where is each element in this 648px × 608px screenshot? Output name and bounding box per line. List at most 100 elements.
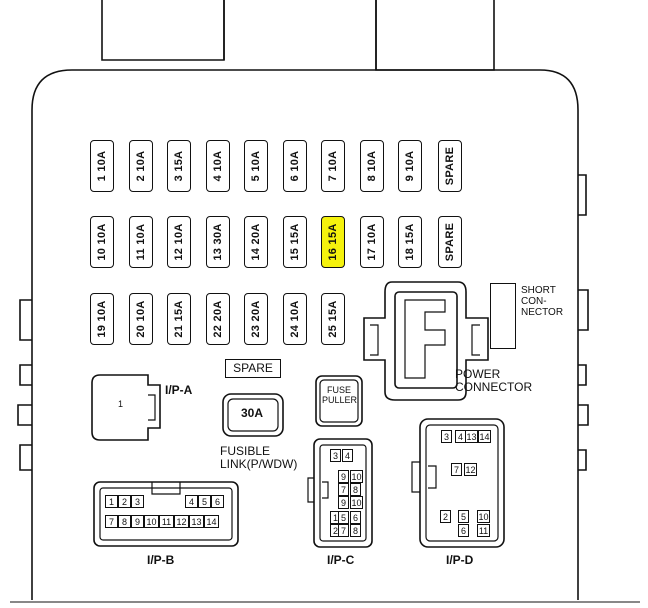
fuse-24-label: 24 10A: [288, 300, 301, 338]
ipa-connector: [91, 374, 161, 441]
fuse-17-label: 17 10A: [365, 223, 378, 261]
ipb-pin-6: 6: [211, 495, 224, 508]
spare-fuse-2: SPARE: [438, 216, 462, 268]
fuse-13-label: 13 30A: [211, 223, 224, 261]
fuse-10-label: 10 10A: [96, 223, 108, 261]
spare-fuse-1: SPARE: [438, 140, 462, 192]
ipc-pin-3: 10: [350, 470, 363, 483]
ipb-pin-7: 7: [105, 515, 118, 528]
fuse-11: 11 10A: [128, 216, 153, 268]
ipc-pin-10: 5: [338, 511, 349, 524]
fuse-19-label: 19 10A: [96, 300, 108, 338]
ipc-label: I/P-C: [327, 553, 355, 567]
fusible-link-body: [222, 393, 284, 437]
fuse-7-label: 7 10A: [327, 150, 339, 182]
ipd-pin-8: 6: [458, 524, 469, 537]
short-connector-body: [490, 283, 516, 349]
ipb-pin-10: 10: [144, 515, 159, 528]
ipc-pin-5: 8: [350, 483, 361, 496]
fuse-18-label: 18 15A: [404, 223, 416, 261]
ipc-pin-12: 7: [338, 524, 349, 537]
fuse-16-label: 16 15A: [327, 223, 339, 261]
fuse-21-label: 21 15A: [173, 300, 185, 338]
ipb-pin-13: 13: [189, 515, 204, 528]
ipd-pin-4: 7: [451, 463, 462, 476]
fuse-puller-label: FUSE PULLER: [322, 385, 358, 405]
ipd-pin-0: 3: [441, 430, 452, 443]
fuse-2: 2 10A: [128, 140, 153, 192]
fuse-25: 25 15A: [321, 293, 345, 345]
fuse-1: 1 10A: [90, 140, 114, 192]
spare-label-text: SPARE: [233, 361, 273, 375]
fuse-22-label: 22 20A: [211, 300, 224, 338]
top-tab-left: [101, 0, 225, 61]
fuse-13: 13 30A: [205, 216, 230, 268]
fuse-16: 16 15A: [321, 216, 345, 268]
fuse-2-label: 2 10A: [134, 150, 147, 182]
fuse-4: 4 10A: [205, 140, 230, 192]
housing-outer: [31, 69, 579, 600]
fuse-21: 21 15A: [167, 293, 191, 345]
ipb-pin-14: 14: [204, 515, 219, 528]
ipb-label: I/P-B: [147, 553, 175, 567]
fuse-5: 5 10A: [244, 140, 268, 192]
spare-label-box: SPARE: [225, 359, 281, 378]
fuse-10: 10 10A: [90, 216, 114, 268]
fuse-24: 24 10A: [282, 293, 307, 345]
fuse-15-label: 15 15A: [288, 223, 301, 261]
ipd-pin-9: 10: [477, 510, 490, 523]
power-connector-label: POWER CONNECTOR: [455, 367, 533, 395]
fuse-14-label: 14 20A: [250, 223, 262, 261]
fuse-22: 22 20A: [205, 293, 230, 345]
ipb-pin-8: 8: [118, 515, 131, 528]
fuse-6-label: 6 10A: [288, 150, 301, 182]
fuse-15: 15 15A: [282, 216, 307, 268]
fuse-17: 17 10A: [359, 216, 384, 268]
fusible-link-label: FUSIBLE LINK(P/WDW): [220, 444, 298, 472]
ipd-pin-10: 11: [477, 524, 490, 537]
ipd-pin-5: 12: [464, 463, 477, 476]
fuse-9-label: 9 10A: [404, 150, 416, 182]
fuse-9: 9 10A: [398, 140, 422, 192]
ipd-pin-7: 5: [458, 510, 469, 523]
fuse-25-label: 25 15A: [327, 300, 339, 338]
top-tab-right: [375, 0, 495, 71]
fuse-20: 20 10A: [128, 293, 153, 345]
fuse-3: 3 15A: [167, 140, 191, 192]
ipb-connector: [93, 481, 239, 547]
fuse-puller-body: [315, 375, 363, 427]
ipb-pin-12: 12: [174, 515, 189, 528]
ipa-pin: 1: [118, 399, 124, 409]
ipc-pin-4: 7: [338, 483, 349, 496]
ipd-label: I/P-D: [446, 553, 474, 567]
ipc-pin-2: 9: [338, 470, 349, 483]
ipc-connector: [307, 438, 373, 548]
fuse-23-label: 23 20A: [250, 300, 262, 338]
fuse-5-label: 5 10A: [250, 150, 262, 182]
short-connector-label: SHORT CON- NECTOR: [521, 285, 564, 318]
fuse-4-label: 4 10A: [211, 150, 224, 182]
ipb-pin-11: 11: [159, 515, 174, 528]
ipd-pin-2: 13: [465, 430, 478, 443]
fuse-23: 23 20A: [244, 293, 268, 345]
ipb-pin-1: 1: [105, 495, 118, 508]
ipc-pin-7: 10: [350, 496, 363, 509]
fuse-8-label: 8 10A: [365, 150, 378, 182]
ipb-pin-2: 2: [118, 495, 131, 508]
ipd-pin-3: 14: [478, 430, 491, 443]
fuse-7: 7 10A: [321, 140, 345, 192]
ipd-pin-6: 2: [440, 510, 451, 523]
ipb-pin-3: 3: [131, 495, 144, 508]
fusible-link-value: 30A: [241, 406, 264, 420]
power-connector-body: [363, 281, 489, 401]
fuse-12: 12 10A: [167, 216, 191, 268]
ipc-pin-13: 8: [350, 524, 361, 537]
fuse-18: 18 15A: [398, 216, 422, 268]
ipc-pin-11: 6: [350, 511, 361, 524]
fuse-6: 6 10A: [282, 140, 307, 192]
fuse-14: 14 20A: [244, 216, 268, 268]
ipb-pin-5: 5: [198, 495, 211, 508]
fuse-8: 8 10A: [359, 140, 384, 192]
